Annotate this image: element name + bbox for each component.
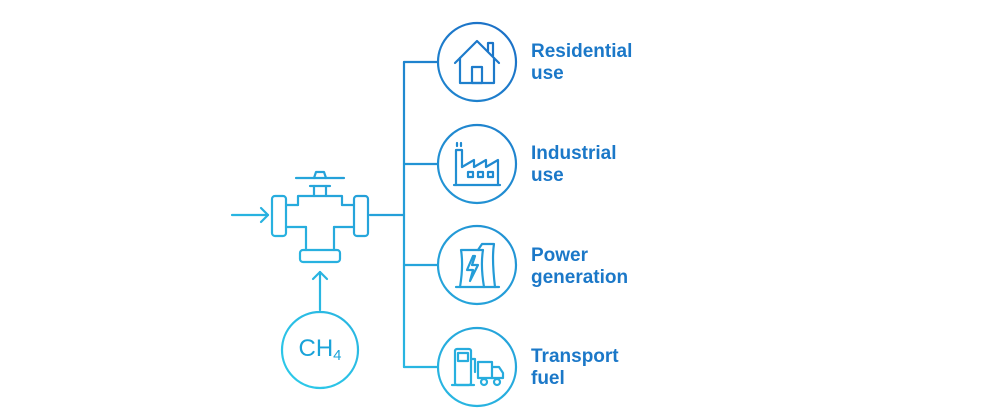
inlet-arrow — [230, 206, 270, 224]
factory-icon — [452, 141, 502, 187]
power-plant-icon — [454, 242, 501, 289]
valve-icon — [270, 170, 370, 264]
industrial-circle — [436, 123, 518, 205]
fuel-truck-icon — [450, 347, 505, 387]
transport-fuel-label: Transport fuel — [531, 346, 619, 389]
power-circle — [436, 224, 518, 306]
ch4-label: CH4 — [298, 335, 342, 364]
transport-circle — [436, 326, 518, 408]
house-icon — [453, 39, 501, 85]
source-arrow — [311, 270, 329, 312]
residential-use-label: Residential use — [531, 41, 633, 84]
power-generation-label: Power generation — [531, 245, 629, 288]
ch4-source-circle — [280, 310, 360, 390]
industrial-use-label: Industrial use — [531, 143, 617, 186]
residential-circle — [436, 21, 518, 103]
